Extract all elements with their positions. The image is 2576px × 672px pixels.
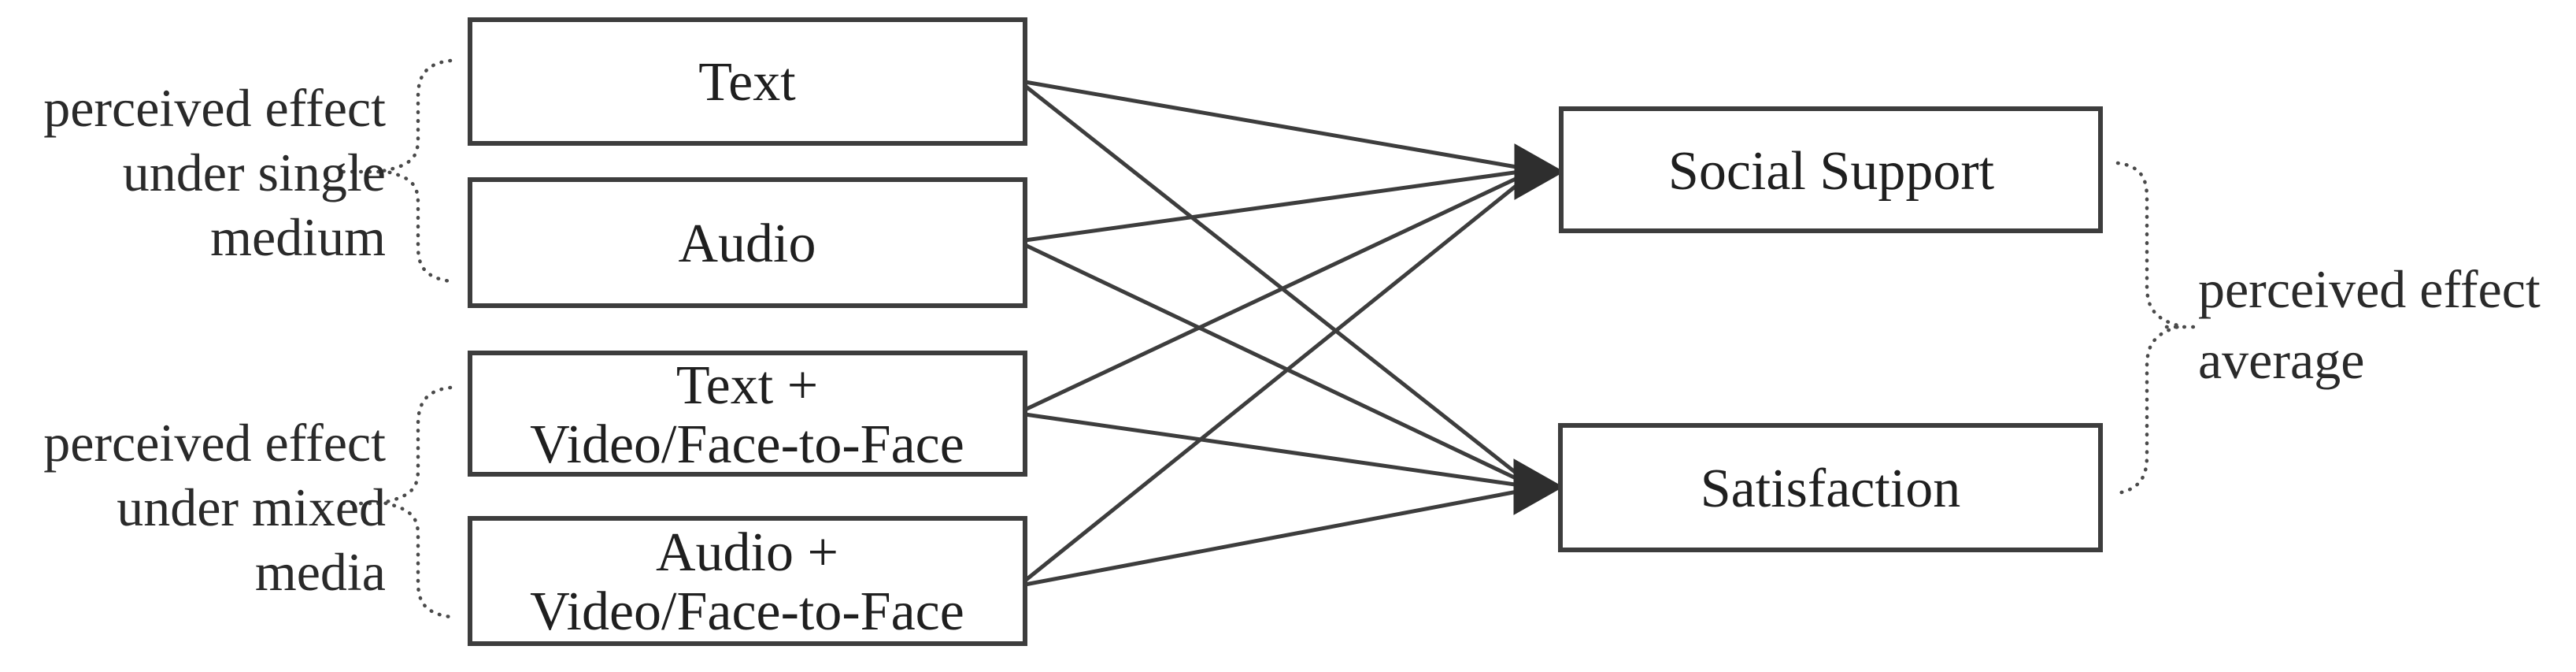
annotation-average-line1: perceived effect (2198, 259, 2541, 319)
arrow-audio-to-social-support (1024, 169, 1527, 243)
arrow-textvideo-to-satisfaction (1024, 412, 1527, 488)
annotation-mixed-media-line3: media (255, 542, 386, 602)
arrowhead-social-support-icon (1514, 143, 1565, 200)
annotation-single-medium-line1: perceived effect (43, 78, 386, 138)
node-audio: Audio (468, 177, 1027, 308)
annotation-single-medium-line3: medium (210, 207, 386, 267)
arrow-audiovideo-to-satisfaction (1024, 488, 1527, 587)
node-audio-label: Audio (679, 213, 816, 274)
arrow-text-to-satisfaction (1023, 84, 1527, 482)
brace-single-medium-icon (382, 58, 453, 284)
node-text-box (468, 17, 1027, 146)
node-satisfaction-label: Satisfaction (1701, 459, 1960, 519)
node-audio-box (468, 177, 1027, 308)
node-audio-video-label-line1: Audio + (656, 522, 838, 583)
node-text-video: Text + Video/Face-to-Face (468, 351, 1027, 477)
annotation-mixed-media-line1: perceived effect (43, 413, 386, 473)
node-text-video-label-line2: Video/Face-to-Face (530, 414, 964, 475)
annotation-single-medium-line2: under single (123, 143, 386, 202)
node-audio-video-label-line2: Video/Face-to-Face (530, 581, 964, 642)
node-audio-video-box (468, 516, 1027, 646)
annotation-mixed-media-line2: under mixed (117, 477, 386, 537)
node-text-label: Text (698, 52, 796, 113)
arrow-textvideo-to-social-support (1023, 172, 1527, 412)
node-text-video-box (468, 351, 1027, 477)
arrow-text-to-social-support (1024, 80, 1527, 171)
arrowhead-satisfaction-icon (1513, 459, 1564, 515)
annotation-average-line2: average (2198, 330, 2364, 390)
node-text-video-label-line1: Text + (676, 355, 818, 416)
brace-mixed-media-icon (382, 385, 453, 619)
node-social-support: Social Support (1559, 106, 2103, 233)
node-social-support-box (1559, 106, 2103, 233)
annotation-mixed-media: perceived effect under mixed media (43, 413, 386, 602)
brace-average-icon (2115, 161, 2182, 496)
arrow-audiovideo-to-social-support (1023, 176, 1527, 582)
node-audio-video: Audio + Video/Face-to-Face (468, 516, 1027, 646)
annotation-average: perceived effect average (2198, 259, 2541, 390)
annotation-single-medium: perceived effect under single medium (43, 78, 386, 267)
node-text: Text (468, 17, 1027, 146)
node-satisfaction: Satisfaction (1558, 423, 2103, 552)
node-social-support-label: Social Support (1668, 141, 1995, 202)
node-satisfaction-box (1558, 423, 2103, 552)
arrow-audio-to-satisfaction (1023, 243, 1527, 485)
